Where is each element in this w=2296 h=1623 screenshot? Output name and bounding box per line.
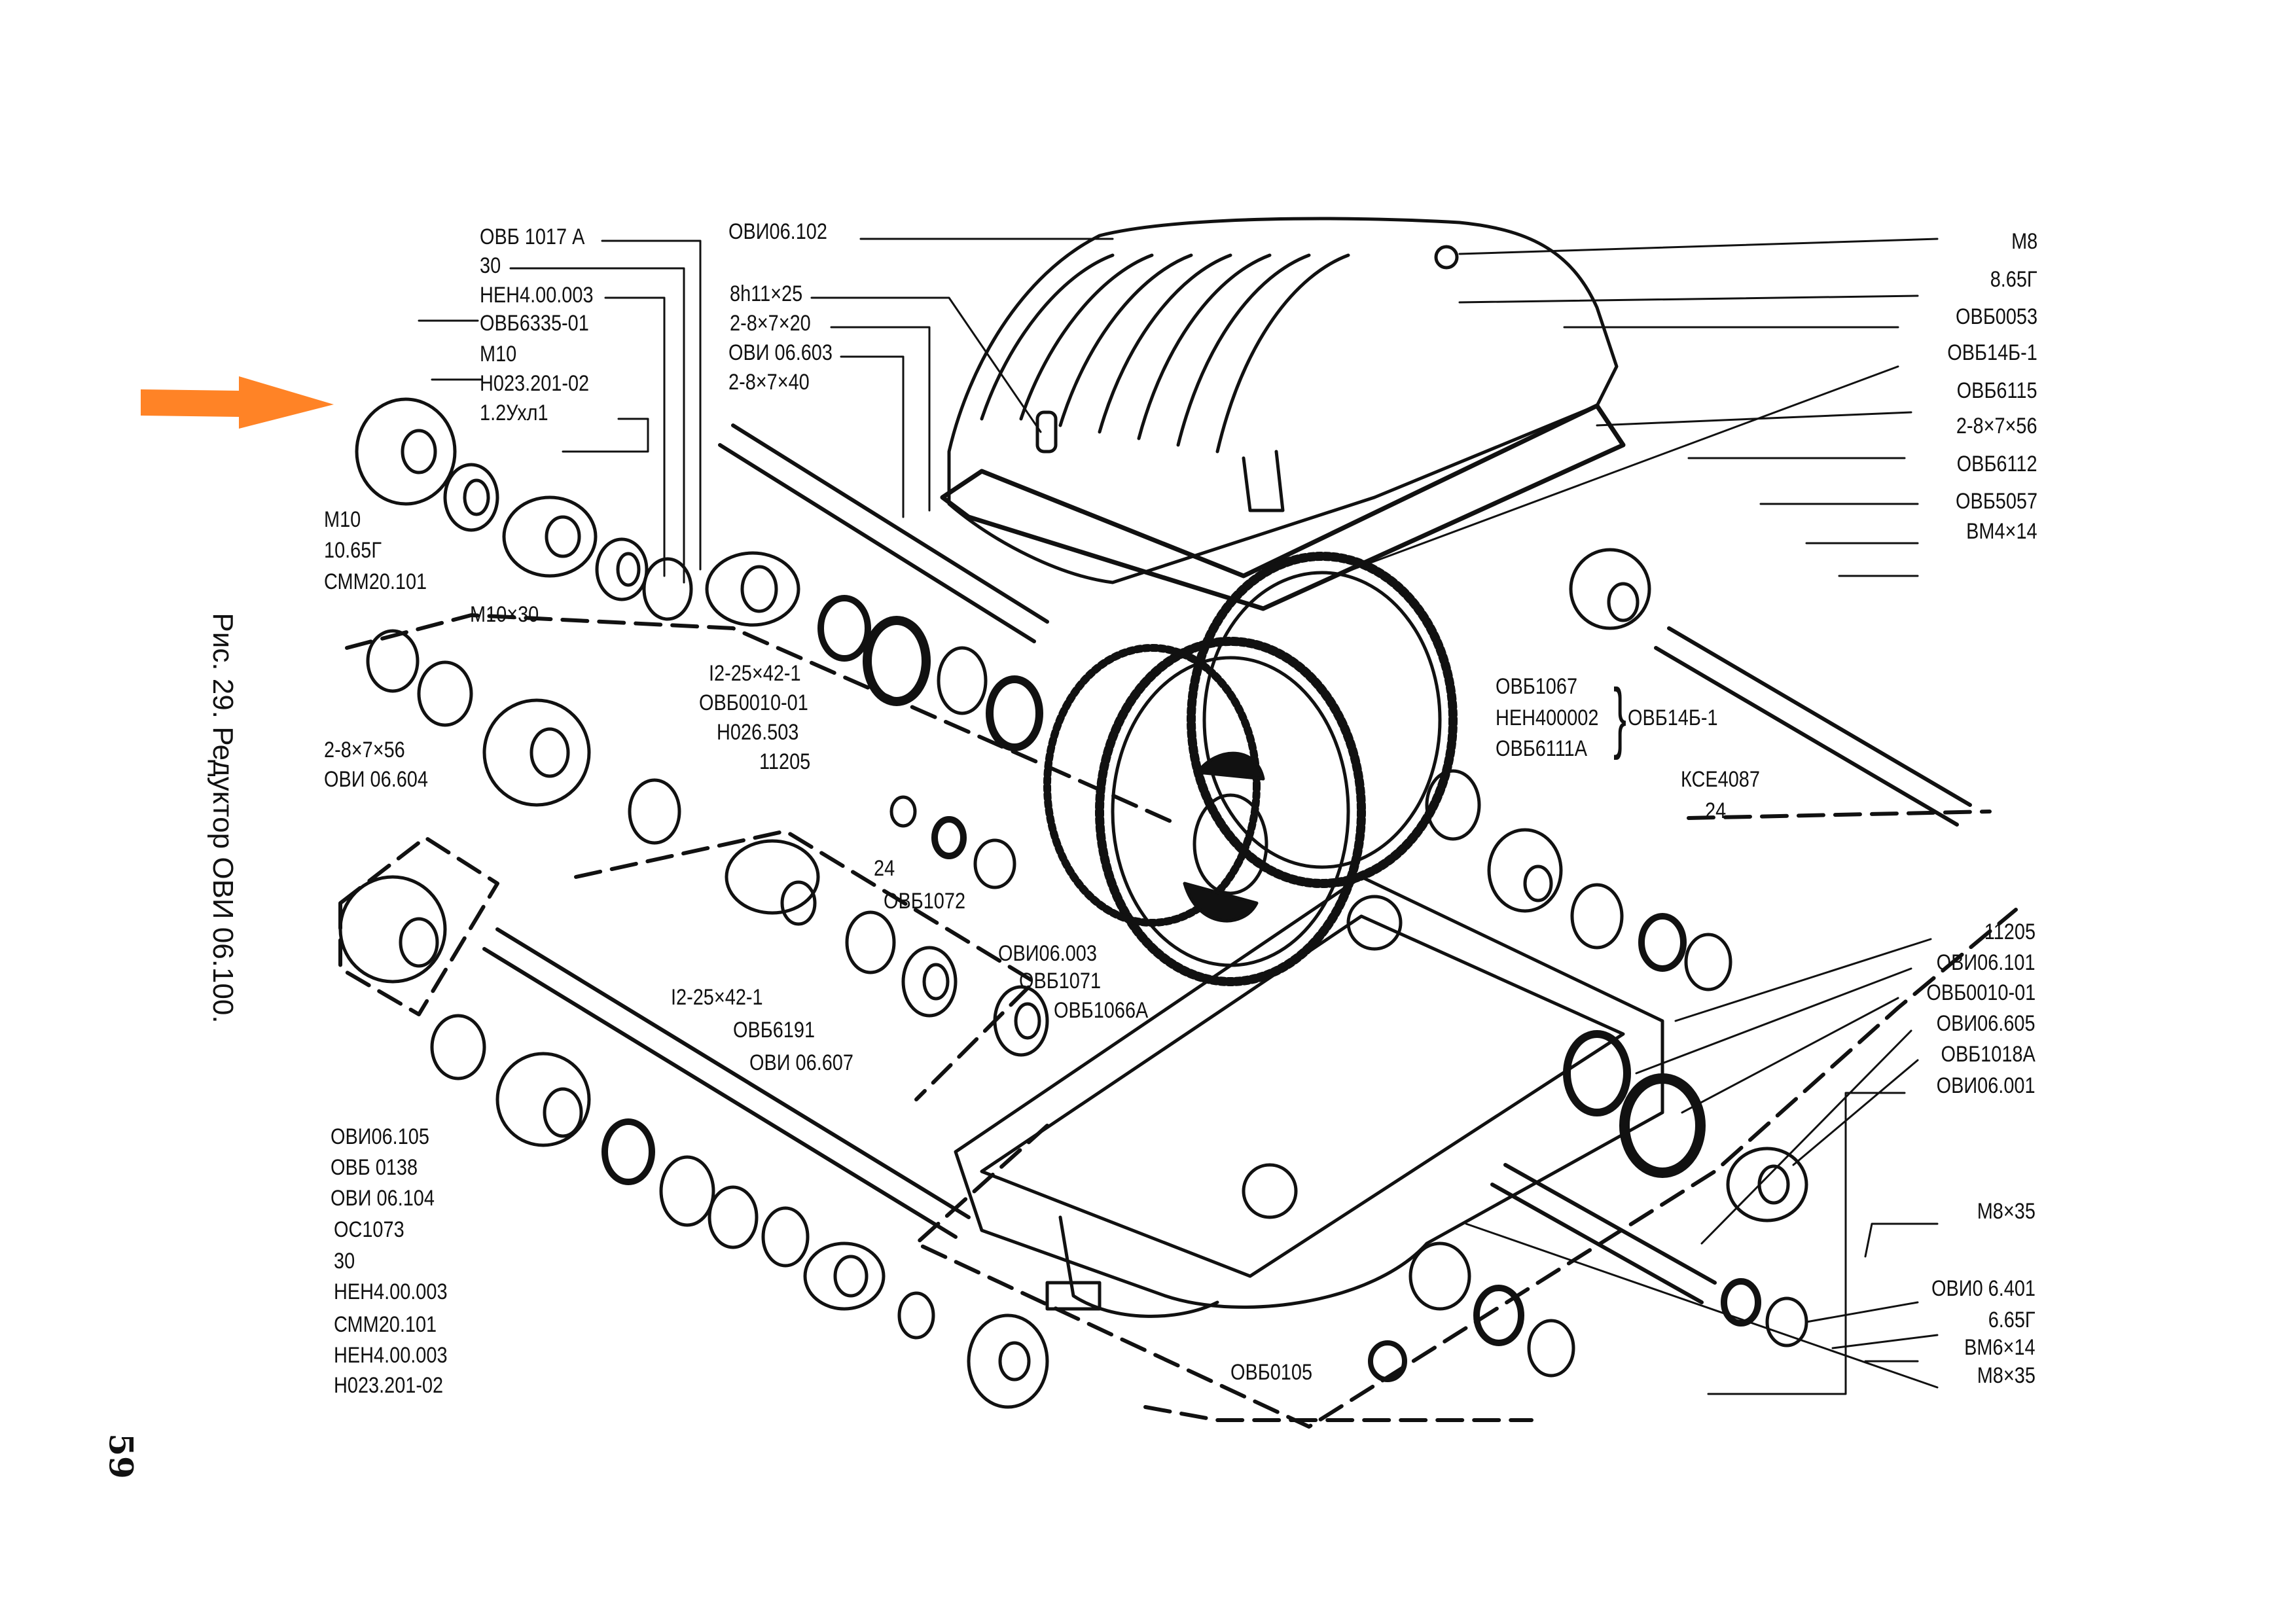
label-part: М10×30 <box>470 602 539 627</box>
label-part: 11205 <box>759 749 811 774</box>
label-part: М8×35 <box>1977 1363 2036 1388</box>
label-part: ОВИ 06.607 <box>749 1050 853 1075</box>
label-part: ОВБ0053 <box>1955 304 2037 329</box>
highlight-arrow-icon <box>141 376 334 429</box>
label-part: ОВИ 06.604 <box>324 767 428 792</box>
label-part: ОВБ 1017 А <box>480 224 585 249</box>
label-part: 30 <box>480 253 501 278</box>
label-part: ОВБ1071 <box>1019 969 1102 993</box>
label-part: НЕН4.00.003 <box>480 283 594 308</box>
label-part: 30 <box>334 1249 355 1274</box>
label-part: 8.65Г <box>1990 267 2037 292</box>
label-part: 6.65Г <box>1988 1308 2036 1332</box>
label-part: ОВБ6191 <box>733 1018 816 1043</box>
leader-lines <box>418 238 1939 1395</box>
figure-caption: Рис. 29. Редуктор ОВИ 06.100. <box>207 613 239 1024</box>
label-part: ОВИ06.605 <box>1937 1011 2036 1036</box>
label-part: ОВБ6112 <box>1957 452 2037 476</box>
label-part: ОВБ1066А <box>1054 998 1149 1023</box>
label-part: СММ20.101 <box>324 569 427 594</box>
label-part: ОВБ1072 <box>884 889 966 914</box>
label-part: М10 <box>480 342 517 366</box>
arrow-shape <box>141 376 334 429</box>
label-part: ОВБ0010-01 <box>699 690 808 715</box>
label-part: 2-8×7×56 <box>324 738 405 762</box>
label-part: I2-25×42-1 <box>709 661 801 686</box>
label-part: Н026.503 <box>717 720 799 745</box>
gearbox-housing <box>954 875 1664 1318</box>
label-part: ОВБ6115 <box>1957 378 2037 403</box>
gearbox-cover <box>947 217 1619 584</box>
label-part: ОВБ5057 <box>1955 489 2037 514</box>
assembly-outlines <box>338 613 2018 1429</box>
label-part: НЕН400002 <box>1496 705 1599 730</box>
label-part: 24 <box>1705 798 1727 823</box>
small-parts <box>338 397 1808 1409</box>
label-part: ОВБ0105 <box>1230 1360 1313 1385</box>
label-part: 24 <box>874 856 895 881</box>
label-part: 2-8×7×20 <box>730 311 811 336</box>
label-part: ВМ4×14 <box>1966 519 2037 544</box>
label-part: ОВИ06.001 <box>1937 1073 2036 1098</box>
label-part: М10 <box>324 507 361 532</box>
label-part: I2-25×42-1 <box>671 985 763 1010</box>
label-part: 2-8×7×40 <box>728 370 810 395</box>
label-part: ОВБ 0138 <box>331 1155 418 1180</box>
label-part: ОВИ06.102 <box>728 219 827 244</box>
label-part: 11205 <box>1984 919 2036 944</box>
label-part: 2-8×7×56 <box>1956 414 2037 438</box>
label-part: ОС1073 <box>334 1217 404 1242</box>
main-gears <box>1043 552 1458 986</box>
label-part: ОВИ 06.104 <box>331 1186 435 1211</box>
brace-icon: } <box>1613 673 1627 760</box>
label-part: ОВБ1067 <box>1496 674 1578 699</box>
label-part: НЕН4.00.003 <box>334 1343 448 1368</box>
label-part: ОВБ6111А <box>1496 736 1588 761</box>
label-part: ОВБ1018А <box>1941 1042 2036 1067</box>
page-number: 59 <box>101 1433 141 1479</box>
label-part: ОВИ06.101 <box>1937 950 2036 975</box>
label-part: ОВИ06.003 <box>998 941 1097 966</box>
label-part: 10.65Г <box>324 538 382 563</box>
label-part: ОВИ06.105 <box>331 1124 429 1149</box>
label-part: НЕН4.00.003 <box>334 1279 448 1304</box>
label-part: ВМ6×14 <box>1964 1335 2036 1360</box>
label-assembly: ОВБ14Б-1 <box>1628 705 1718 730</box>
label-part: 8h11×25 <box>730 281 803 306</box>
label-part: ОВБ0010-01 <box>1926 980 2036 1005</box>
label-part: СММ20.101 <box>334 1312 437 1337</box>
label-part: М8 <box>2011 229 2037 254</box>
label-part: 1.2Ухл1 <box>480 401 548 425</box>
label-part: КСЕ4087 <box>1681 767 1760 792</box>
label-part: Н023.201-02 <box>334 1373 444 1398</box>
label-part: ОВБ14Б-1 <box>1947 340 2037 365</box>
label-highlighted-part: Н023.201-02 <box>480 371 590 396</box>
shafts <box>482 423 1972 1304</box>
label-part: ОВИ 06.603 <box>728 340 833 365</box>
label-part: ОВБ6335-01 <box>480 311 589 336</box>
label-part: М8×35 <box>1977 1199 2036 1224</box>
label-part: ОВИ0 6.401 <box>1931 1276 2036 1301</box>
